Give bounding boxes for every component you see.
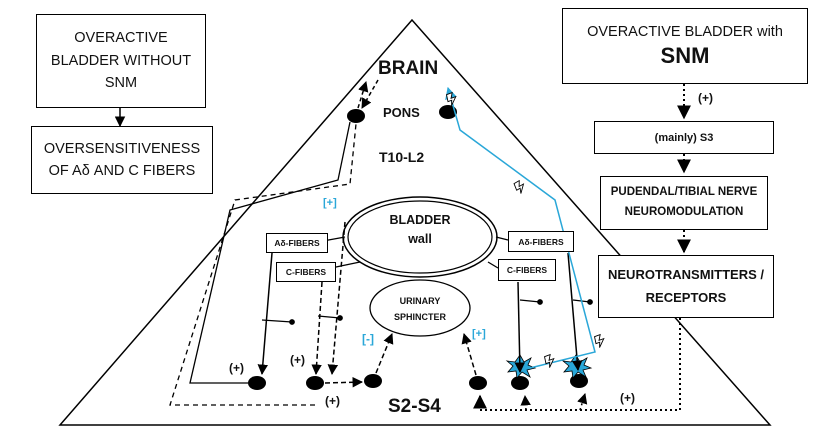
pons-label: PONS (383, 105, 420, 120)
neuron-bottom-4 (469, 376, 487, 390)
bracket-plus-top: [+] (323, 197, 337, 209)
bladder-down-arrow (327, 221, 346, 376)
right-title-line1: OVERACTIVE BLADDER with (587, 23, 783, 40)
neuron-bottom-2 (306, 376, 324, 390)
neuron-bottom-6 (570, 374, 588, 388)
neuron-4-to-sphincter (461, 332, 477, 376)
right-c-dot (519, 299, 543, 305)
right-plus-label: (+) (698, 91, 713, 105)
spinal-triangle (58, 18, 772, 426)
lightning-icon-2 (513, 179, 525, 194)
right-adelta-connector (495, 236, 509, 241)
plus-label-right-bottom: (+) (620, 391, 635, 405)
right-adelta-fibers-box: Aδ-FIBERS (508, 231, 574, 252)
burst-icon-1 (505, 354, 537, 379)
bracket-plus-right: [+] (472, 328, 486, 340)
s2-s4-label: S2-S4 (388, 396, 441, 417)
plus-label-left-1: (+) (229, 361, 244, 375)
right-c-down (514, 281, 526, 374)
t10-l2-label: T10-L2 (379, 149, 425, 165)
lightning-icon-3 (594, 333, 605, 348)
lightning-icon-1 (446, 91, 457, 106)
left-adelta-fibers-box: Aδ-FIBERS (266, 233, 328, 253)
s3-box: (mainly) S3 (594, 121, 774, 154)
blue-ascending-path (445, 86, 596, 369)
snm-dotted-branch-2 (520, 394, 531, 411)
neurotransmitters-box: NEUROTRANSMITTERS / RECEPTORS (598, 255, 774, 318)
plus-label-bottom: (+) (325, 394, 340, 408)
sphincter-ellipse (369, 279, 471, 337)
left-c-fibers-box: C-FIBERS (276, 262, 336, 282)
right-adelta-down (567, 252, 583, 372)
bladder-wall-label: BLADDER wall (389, 213, 451, 247)
left-adelta-down (257, 252, 273, 376)
neuron-3-to-sphincter (375, 333, 394, 374)
neuron-bottom-5 (511, 376, 529, 390)
sphincter-label: URINARY SPHINCTER (393, 296, 446, 323)
pons-neuron-left (347, 109, 365, 123)
bladder-wall-inner (347, 200, 493, 274)
plus-label-left-2: (+) (290, 353, 305, 367)
right-title-line2: SNM (660, 42, 710, 68)
dashed-brain-down (361, 79, 379, 109)
left-c-down (311, 281, 323, 376)
lightning-icon-4 (544, 353, 555, 368)
neuromodulation-box: PUDENDAL/TIBIAL NERVE NEUROMODULATION (600, 176, 768, 230)
dashed-afferent-path (169, 123, 357, 406)
pons-neuron-right (439, 105, 457, 119)
left-result-box: OVERSENSITIVENESS OF Aδ AND C FIBERS (31, 126, 213, 194)
left-adelta-dot (261, 319, 295, 325)
left-title-box: OVERACTIVE BLADDER WITHOUT SNM (36, 14, 206, 108)
brain-label: BRAIN (378, 58, 439, 79)
neuron-bottom-1 (248, 376, 266, 390)
neuron-2-to-3 (324, 377, 364, 388)
right-title-box: OVERACTIVE BLADDER with SNM (562, 8, 808, 84)
right-c-connector (487, 261, 499, 269)
solid-efferent-path (189, 121, 351, 384)
bracket-minus: [-] (362, 332, 374, 346)
snm-dotted-branch (577, 392, 588, 411)
neuron-bottom-3 (364, 374, 382, 388)
dashed-pons-up (357, 80, 369, 109)
right-c-fibers-box: C-FIBERS (498, 259, 556, 281)
